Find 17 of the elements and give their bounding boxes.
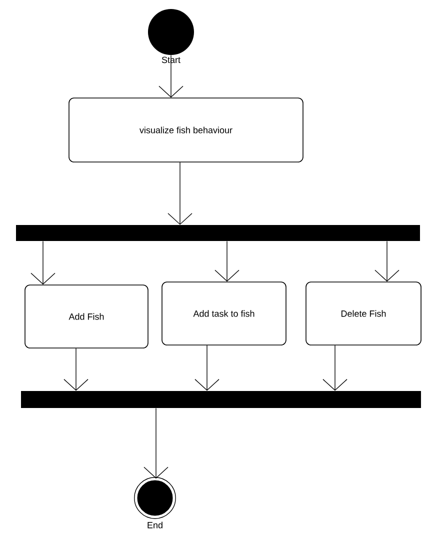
activity-box: Delete Fish: [306, 282, 422, 346]
activity-box: Add Fish: [24, 284, 148, 348]
arrow: [168, 162, 192, 225]
node-caption: End: [148, 522, 162, 528]
end-circle: [134, 477, 176, 519]
arrow: [322, 345, 348, 391]
arrow: [30, 240, 56, 285]
arrow: [64, 348, 88, 391]
activity-box: Add task to fish: [162, 282, 286, 346]
arrow: [374, 240, 400, 282]
arrow: [194, 345, 220, 391]
start-circle: [148, 9, 194, 55]
activity-box: visualize fish behaviour: [68, 98, 304, 162]
arrow: [214, 240, 240, 282]
sync-bar: [16, 225, 420, 241]
arrow: [144, 408, 168, 479]
sync-bar: [21, 391, 421, 408]
